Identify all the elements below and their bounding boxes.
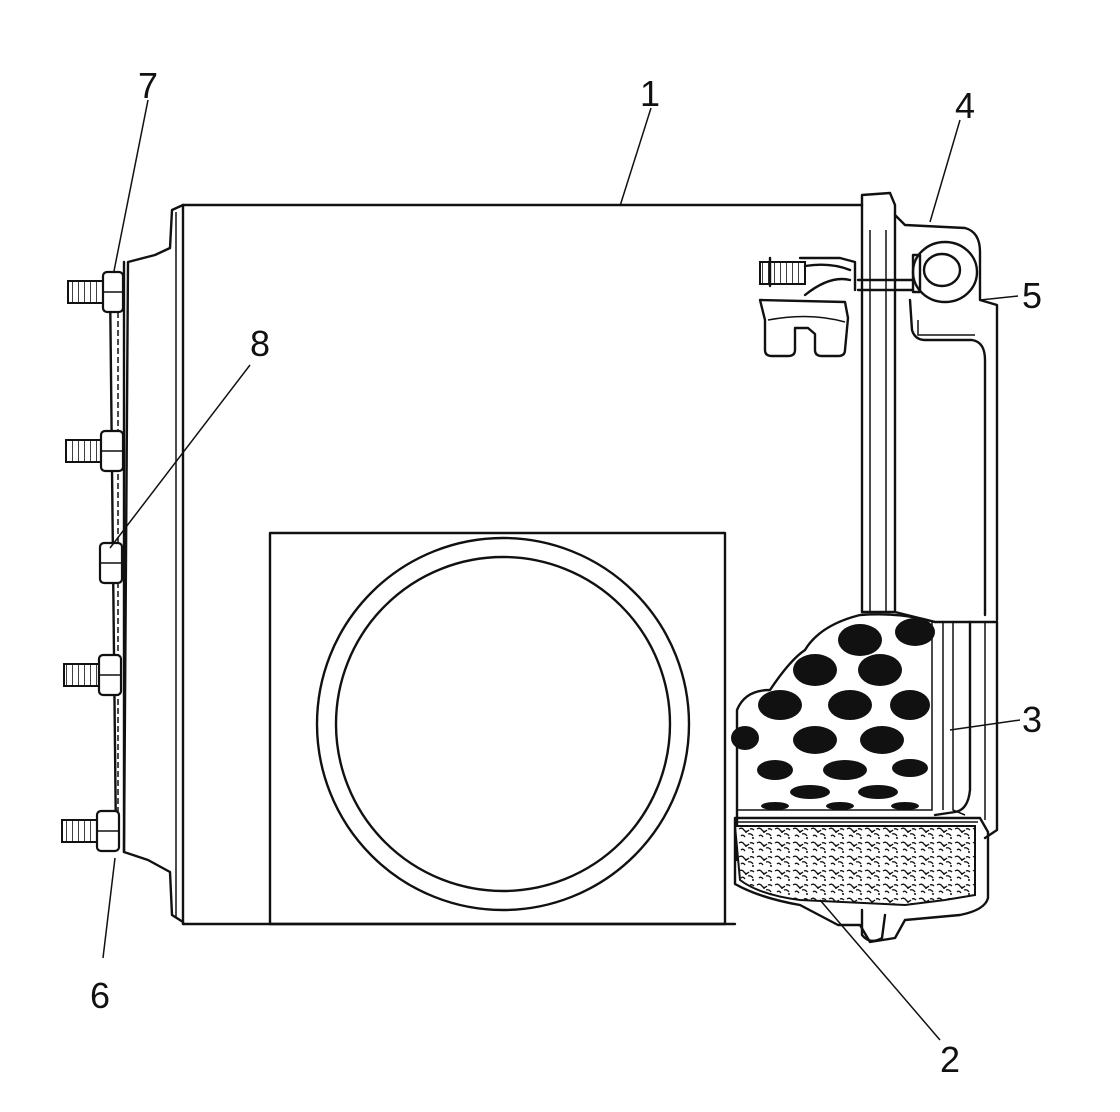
oil-cup — [733, 816, 990, 944]
cover-head — [856, 191, 999, 622]
bolt-middle-upper — [65, 429, 125, 473]
perforation-holes — [731, 618, 935, 810]
callout-1: 1 — [640, 73, 660, 114]
callout-4: 4 — [955, 85, 975, 126]
filter-element-cutaway — [731, 610, 999, 862]
clamp-bracket — [758, 256, 857, 358]
bolt-stud-center — [98, 541, 124, 585]
callout-5: 5 — [1022, 275, 1042, 316]
leader-3 — [949, 719, 1021, 731]
leader-5 — [979, 295, 1019, 301]
leader-2 — [819, 899, 941, 1041]
leader-lines — [102, 99, 1021, 1041]
callout-labels: 1 2 3 4 5 6 7 8 — [90, 65, 1042, 1080]
leader-6 — [102, 857, 116, 959]
leader-1 — [619, 107, 652, 207]
leader-7 — [113, 99, 149, 272]
bolt-middle-lower — [63, 653, 123, 697]
air-inlet — [268, 531, 727, 926]
housing-body — [175, 203, 864, 926]
bolt-upper — [67, 270, 125, 314]
mounting-bolts — [61, 270, 125, 853]
callout-2: 2 — [940, 1039, 960, 1080]
callout-7: 7 — [138, 65, 158, 106]
callout-3: 3 — [1022, 699, 1042, 740]
callout-6: 6 — [90, 975, 110, 1016]
leader-8 — [109, 364, 251, 549]
leader-4 — [929, 119, 961, 223]
callout-8: 8 — [250, 323, 270, 364]
bolt-lower — [61, 809, 121, 853]
